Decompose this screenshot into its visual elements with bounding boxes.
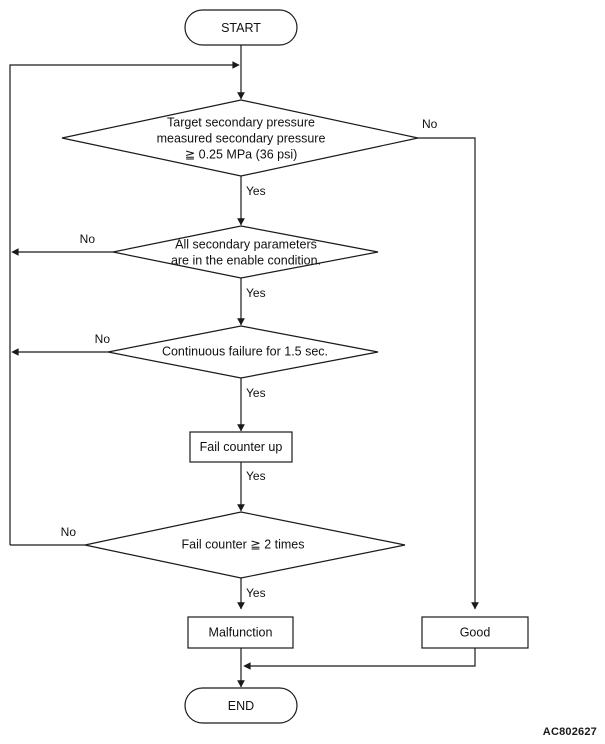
node-result-good[interactable]: Good [421, 616, 529, 649]
edge-label-parameters-yes: Yes [246, 286, 266, 300]
edge-label-counter-yes: Yes [246, 586, 266, 600]
node-decision-continuous[interactable]: Continuous failure for 1.5 sec. [107, 325, 379, 379]
edge-label-continuous-no: No [95, 332, 111, 346]
decision-continuous-line1: Continuous failure for 1.5 sec. [162, 344, 328, 358]
edge-label-continuous-yes: Yes [246, 386, 266, 400]
decision-parameters-line1: All secondary parameters [175, 237, 317, 251]
result-good-label: Good [460, 625, 491, 639]
result-good-shape [421, 616, 529, 649]
result-malfunction-shape [187, 616, 294, 649]
decision-pressure-shape [61, 99, 419, 177]
decision-pressure-line1: Target secondary pressure [167, 115, 315, 129]
node-start[interactable]: START [184, 9, 298, 46]
decision-pressure-line3: ≧ 0.25 MPa (36 psi) [185, 147, 298, 161]
edge-label-counter-up-yes: Yes [246, 469, 266, 483]
node-decision-pressure[interactable]: Target secondary pressure measured secon… [61, 99, 419, 177]
decision-continuous-shape [107, 325, 379, 379]
node-end[interactable]: END [184, 687, 298, 724]
result-malfunction-label: Malfunction [209, 625, 273, 639]
start-label: START [221, 21, 261, 35]
reference-code: AC802627 [542, 726, 597, 738]
end-label: END [228, 699, 254, 713]
edge-label-parameters-no: No [80, 232, 96, 246]
edge-label-pressure-no: No [422, 117, 438, 131]
node-result-malfunction[interactable]: Malfunction [187, 616, 294, 649]
connector-good-to-end-merge [243, 648, 476, 670]
decision-parameters-shape [112, 225, 379, 279]
end-shape [184, 687, 298, 724]
decision-counter-line1: Fail counter ≧ 2 times [181, 537, 304, 551]
connector-pressure-no-to-good [418, 137, 479, 610]
process-counter-shape [189, 431, 293, 463]
edge-label-counter-no: No [61, 525, 77, 539]
process-counter-label: Fail counter up [200, 440, 283, 454]
node-process-counter[interactable]: Fail counter up [189, 431, 293, 463]
decision-parameters-line2: are in the enable condition. [171, 253, 321, 267]
connector-loopback-spine [9, 61, 240, 545]
node-decision-parameters[interactable]: All secondary parameters are in the enab… [112, 225, 379, 279]
decision-pressure-line2: measured secondary pressure [157, 131, 326, 145]
decision-counter-shape [84, 511, 406, 579]
node-decision-counter[interactable]: Fail counter ≧ 2 times [84, 511, 406, 579]
edge-label-pressure-yes: Yes [246, 184, 266, 198]
start-shape [184, 9, 298, 46]
